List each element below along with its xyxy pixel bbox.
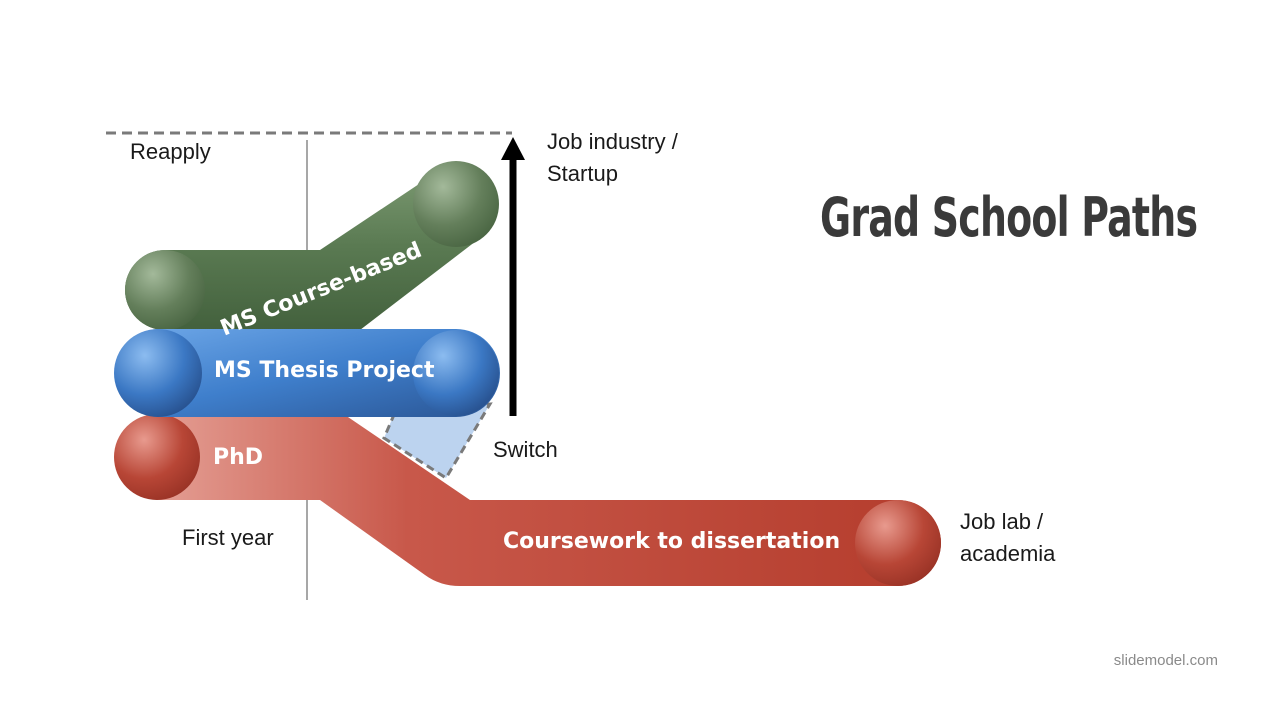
phd-path xyxy=(120,415,942,586)
switch-label: Switch xyxy=(493,437,558,462)
reapply-label: Reapply xyxy=(130,139,211,164)
job-industry-label-line2: Startup xyxy=(547,161,618,186)
ms-course-end-cap xyxy=(413,161,499,247)
coursework-label: Coursework to dissertation xyxy=(503,529,841,554)
ms-course-path xyxy=(125,162,498,330)
page-title: Grad School Paths xyxy=(820,186,1198,249)
job-lab-label-line2: academia xyxy=(960,541,1056,566)
phd-start-cap xyxy=(114,414,200,500)
ms-thesis-end-cap xyxy=(413,330,499,416)
first-year-label: First year xyxy=(182,525,274,550)
coursework-end-cap xyxy=(855,500,941,586)
job-industry-arrowhead xyxy=(501,137,525,160)
job-lab-label-line1: Job lab / xyxy=(960,509,1044,534)
switch-connector xyxy=(382,402,493,481)
ms-thesis-start-cap xyxy=(114,329,202,417)
ms-thesis-label: MS Thesis Project xyxy=(214,358,435,383)
ms-thesis-path xyxy=(115,329,500,417)
phd-label: PhD xyxy=(213,445,264,470)
ms-course-start-cap xyxy=(125,250,205,330)
credit-text: slidemodel.com xyxy=(1113,652,1218,669)
job-industry-label-line1: Job industry / xyxy=(547,129,678,154)
